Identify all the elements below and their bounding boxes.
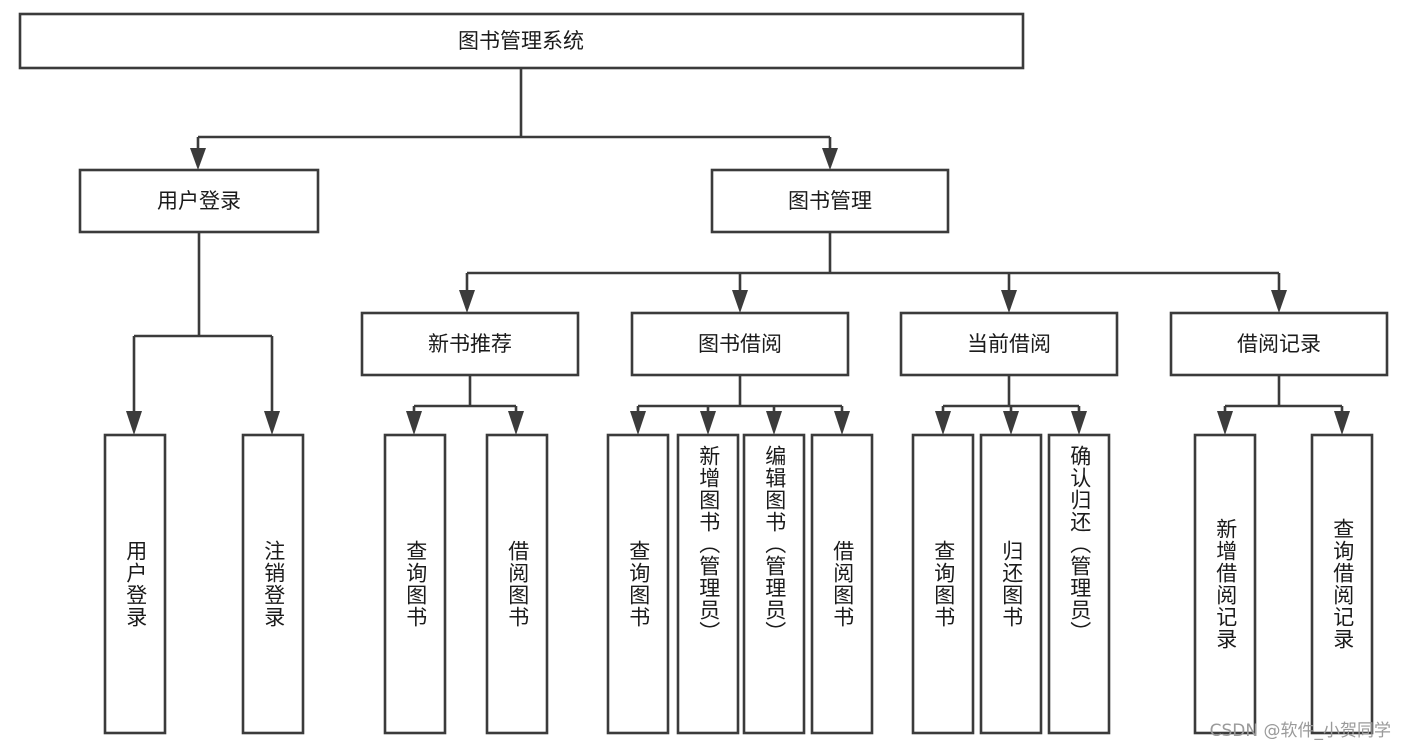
arrow-bookmgmt-to-newbook xyxy=(459,290,475,313)
arrow-userlogin-leaf-2 xyxy=(264,411,280,435)
leaf-box-current-borrow-1[interactable] xyxy=(911,433,975,735)
arrow-currentborrow-leaf-2 xyxy=(1003,411,1019,435)
leaf-box-borrow-record-1[interactable] xyxy=(1193,433,1257,735)
arrow-borrowrecord-leaf-2 xyxy=(1334,411,1350,435)
leaf-box-user-login-1[interactable] xyxy=(103,433,167,735)
node-book-borrow-box[interactable] xyxy=(630,311,850,377)
node-book-management-box[interactable] xyxy=(710,168,950,234)
node-borrow-record-label: 借阅记录 xyxy=(1237,332,1321,356)
arrow-currentborrow-leaf-1 xyxy=(935,411,951,435)
node-current-borrow-box[interactable] xyxy=(899,311,1119,377)
arrow-currentborrow-leaf-3 xyxy=(1071,411,1087,435)
arrow-bookborrow-leaf-3 xyxy=(766,411,782,435)
arrow-bookborrow-leaf-4 xyxy=(834,411,850,435)
arrow-bookmgmt-to-bookborrow xyxy=(732,290,748,313)
leaf-box-current-borrow-3[interactable] xyxy=(1047,433,1111,735)
arrow-newbook-leaf-1 xyxy=(406,411,422,435)
leaf-box-book-borrow-2[interactable] xyxy=(676,433,740,735)
leaf-box-borrow-record-2[interactable] xyxy=(1310,433,1374,735)
arrow-bookmgmt-to-borrowrecord xyxy=(1271,290,1287,313)
leaf-box-user-login-2[interactable] xyxy=(241,433,305,735)
arrow-userlogin-leaf-1 xyxy=(126,411,142,435)
arrow-root-to-userlogin xyxy=(190,148,206,170)
csdn-watermark: CSDN @软件_小贺同学 xyxy=(1209,721,1391,741)
node-user-login-label: 用户登录 xyxy=(157,189,241,213)
leaf-box-book-borrow-3[interactable] xyxy=(742,433,806,735)
leaf-box-current-borrow-2[interactable] xyxy=(979,433,1043,735)
leaf-box-book-borrow-1[interactable] xyxy=(606,433,670,735)
node-new-book-recommend-box[interactable] xyxy=(360,311,580,377)
arrow-root-to-bookmgmt xyxy=(822,148,838,170)
arrow-bookborrow-leaf-2 xyxy=(700,411,716,435)
arrow-bookborrow-leaf-1 xyxy=(630,411,646,435)
leaf-box-book-borrow-4[interactable] xyxy=(810,433,874,735)
node-current-borrow-label: 当前借阅 xyxy=(967,332,1051,356)
leaf-box-new-book-1[interactable] xyxy=(383,433,447,735)
node-new-book-recommend-label: 新书推荐 xyxy=(428,332,512,356)
node-root-label: 图书管理系统 xyxy=(458,29,584,53)
arrow-newbook-leaf-2 xyxy=(508,411,524,435)
leaf-box-new-book-2[interactable] xyxy=(485,433,549,735)
node-borrow-record-box[interactable] xyxy=(1169,311,1389,377)
node-book-borrow-label: 图书借阅 xyxy=(698,332,782,356)
arrow-bookmgmt-to-currentborrow xyxy=(1001,290,1017,313)
node-book-management-label: 图书管理 xyxy=(788,189,872,213)
node-root-box[interactable] xyxy=(18,12,1025,70)
arrow-borrowrecord-leaf-1 xyxy=(1217,411,1233,435)
